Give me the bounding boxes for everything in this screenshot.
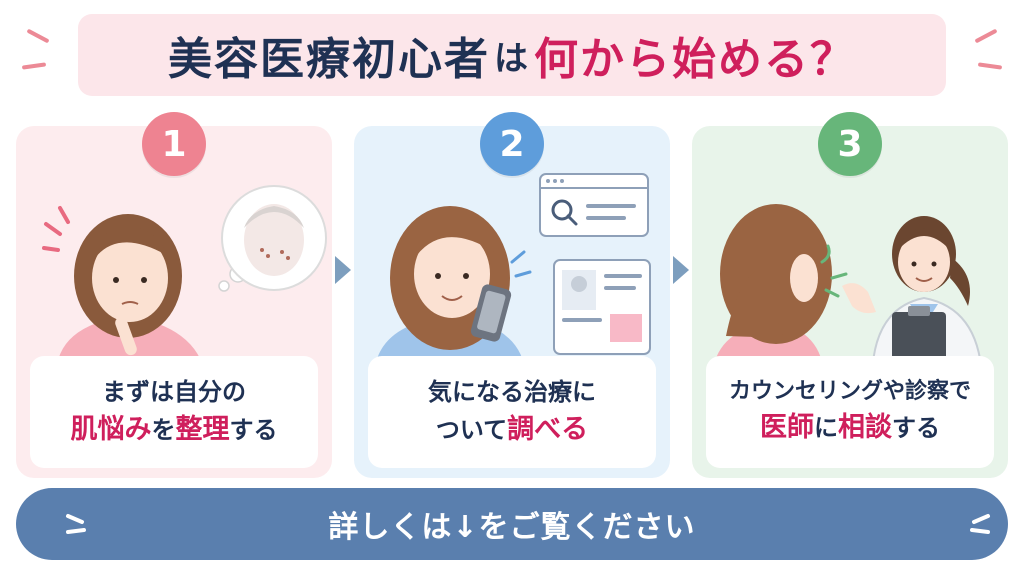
- title-part-1: 美容医療初心者: [168, 34, 490, 85]
- sparkle-right-top-icon: [974, 28, 998, 44]
- step-3-end: する: [892, 414, 940, 443]
- step-card-1: まずは自分の 肌悩みを整理する: [16, 126, 332, 478]
- step-1-highlight-2: 整理: [175, 413, 230, 445]
- step-number-badge-2: 2: [480, 112, 544, 176]
- title-part-3: 何から始める？: [534, 34, 856, 85]
- patient-consulting-doctor-icon: [712, 204, 984, 376]
- title-part-2: は: [494, 38, 530, 79]
- step-1-end: する: [229, 415, 278, 444]
- step-3-line-2: 医師に相談する: [760, 408, 940, 447]
- sparkle-right-bottom-icon: [977, 62, 1003, 70]
- step-2-line-2: ついて調べる: [436, 410, 588, 449]
- step-2-highlight: 調べる: [507, 413, 589, 445]
- cta-label: 詳しくは↓をご覧ください: [328, 510, 696, 545]
- cta-banner[interactable]: 詳しくは↓をご覧ください: [16, 488, 1008, 560]
- step-card-2: 気になる治療に ついて調べる: [354, 126, 670, 478]
- step-1-text-box: まずは自分の 肌悩みを整理する: [30, 356, 318, 468]
- sparkle-left-icon: [66, 514, 86, 534]
- step-3-line-1: カウンセリングや診察で: [728, 379, 971, 405]
- step-1-line-1: まずは自分の: [102, 378, 246, 407]
- step-card-3: カウンセリングや診察で 医師に相談する: [692, 126, 1008, 478]
- arrow-right-icon: [335, 256, 351, 284]
- step-3-text-box: カウンセリングや診察で 医師に相談する: [706, 356, 994, 468]
- worried-woman-thinking-about-skin-icon: [42, 185, 327, 376]
- woman-searching-on-smartphone-icon: [374, 173, 651, 376]
- page-title: 美容医療初心者 は 何から始める？: [78, 14, 946, 96]
- sparkle-left-top-icon: [26, 28, 50, 44]
- sparkle-right-icon: [970, 514, 990, 534]
- arrow-right-icon: [673, 256, 689, 284]
- step-3-highlight-1: 医師: [760, 412, 814, 444]
- step-3-mid: に: [814, 414, 838, 443]
- step-2-text-box: 気になる治療に ついて調べる: [368, 356, 656, 468]
- step-1-line-2: 肌悩みを整理する: [71, 410, 278, 449]
- step-3-highlight-2: 相談: [838, 412, 892, 444]
- step-number-badge-3: 3: [818, 112, 882, 176]
- step-1-highlight-1: 肌悩み: [70, 413, 152, 445]
- sparkle-left-bottom-icon: [21, 62, 47, 70]
- step-2-start: ついて: [435, 415, 508, 444]
- step-2-line-1: 気になる治療に: [428, 378, 596, 407]
- step-number-badge-1: 1: [142, 112, 206, 176]
- step-1-mid: を: [151, 415, 176, 444]
